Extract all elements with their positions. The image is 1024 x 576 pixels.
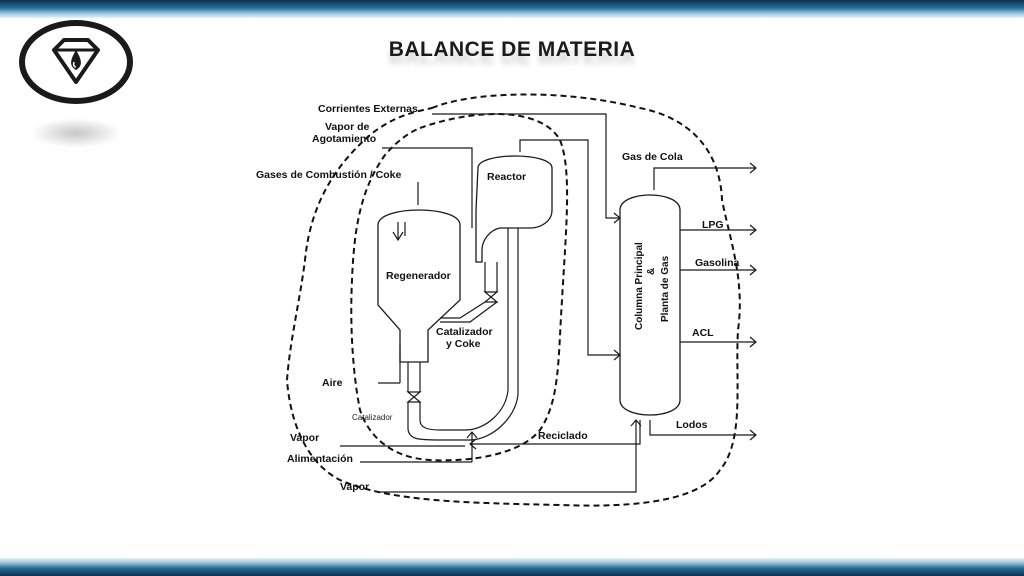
label-gas-de-cola: Gas de Cola: [622, 151, 683, 163]
bottom-decorative-band: [0, 558, 1024, 576]
label-catalizador-coke-1: Catalizador: [436, 326, 493, 338]
label-agotamiento: Agotamiento: [312, 133, 376, 145]
reactor-overhead-line: [519, 139, 620, 356]
label-catalizador: Catalizador: [352, 413, 393, 422]
label-reactor: Reactor: [487, 171, 526, 183]
label-lpg: LPG: [702, 219, 724, 231]
label-vapor-2: Vapor: [340, 481, 369, 493]
label-corrientes-externas: Corrientes Externas: [318, 103, 418, 115]
reactor-vessel: [475, 155, 553, 263]
outer-balance-boundary: [285, 93, 741, 507]
label-lodos: Lodos: [676, 419, 708, 431]
riser-pipe: [407, 190, 519, 441]
label-aire: Aire: [322, 377, 343, 389]
regenerator-vessel: [377, 209, 461, 363]
gas-de-cola-line: [653, 167, 756, 190]
corrientes-externas-line: [432, 113, 620, 219]
label-columna-amp: &: [646, 268, 657, 275]
diamond-drop-logo-icon: [19, 20, 133, 104]
top-decorative-band: [0, 0, 1024, 18]
label-vapor-de: Vapor de: [325, 121, 370, 133]
label-gasolina: Gasolina: [695, 257, 740, 269]
label-alimentacion: Alimentación: [287, 453, 353, 465]
label-catalizador-coke-2: y Coke: [446, 338, 481, 350]
label-planta-de-gas: Planta de Gas: [660, 255, 671, 322]
reciclado-line: [470, 420, 641, 445]
logo-shadow: [30, 118, 122, 148]
label-acl: ACL: [692, 327, 714, 339]
main-column: [619, 194, 681, 416]
vapor-agotamiento-line: [382, 147, 473, 228]
slide-title: BALANCE DE MATERIA: [388, 38, 636, 61]
label-vapor-1: Vapor: [290, 432, 319, 444]
inner-balance-boundary: [350, 113, 569, 462]
label-reciclado: Reciclado: [538, 430, 588, 442]
label-columna-principal: Columna Principal: [634, 242, 645, 330]
lodos-line: [649, 420, 756, 436]
label-regenerador: Regenerador: [386, 270, 451, 282]
reactor-standpipe: [440, 301, 486, 319]
label-gases-combustion: Gases de Combustión / Coke: [256, 169, 401, 181]
vapor-bottom-line: [380, 420, 637, 493]
